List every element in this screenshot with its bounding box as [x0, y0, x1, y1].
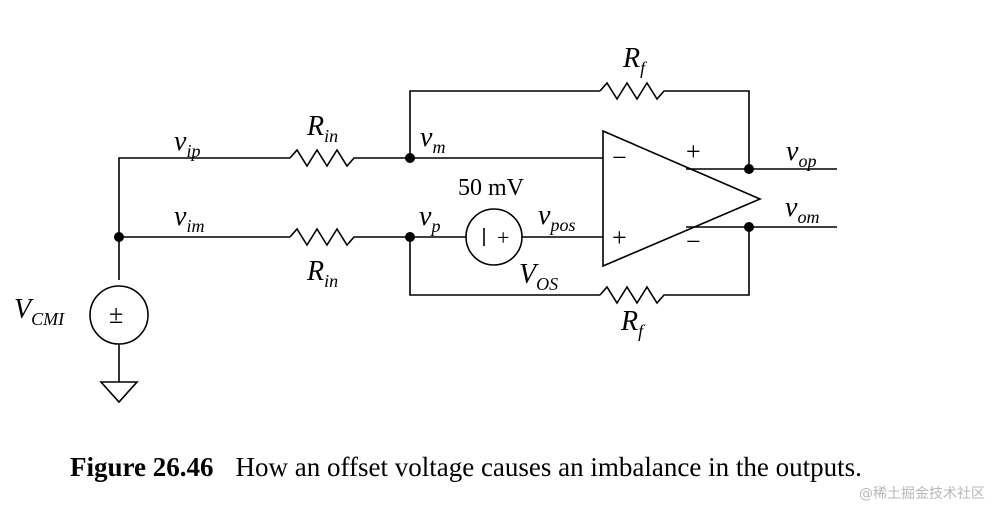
figure-caption: Figure 26.46 How an offset voltage causes…: [70, 452, 862, 483]
wire-vip: [118, 157, 290, 280]
junction-vim: [114, 232, 124, 242]
ground-icon: [99, 381, 139, 404]
label-rin-bottom: Rin: [306, 256, 338, 291]
opamp-input-plus: +: [612, 223, 627, 252]
vcmi-plusminus-sign: ±: [109, 300, 123, 329]
junction-vom: [744, 222, 754, 232]
junction-vop: [744, 164, 754, 174]
label-vip: vip: [174, 126, 200, 161]
label-vpos: vpos: [538, 200, 575, 235]
label-vm: vm: [420, 122, 445, 157]
offset-voltage-source: [465, 208, 523, 266]
opamp-input-minus: −: [612, 143, 627, 172]
resistor-rin-top: [289, 148, 410, 168]
resistor-rf-bottom: [599, 227, 750, 305]
label-vom: vom: [785, 192, 819, 227]
label-vcmi: VCMI: [14, 294, 65, 329]
wire-feedback-bottom: [409, 237, 600, 296]
caption-text: How an offset voltage causes an imbalanc…: [235, 452, 862, 482]
opamp-output-plus: +: [686, 137, 701, 166]
label-vim: vim: [174, 201, 204, 236]
figure-number: Figure 26.46: [70, 452, 214, 482]
label-rf-bottom: Rf: [620, 306, 646, 341]
resistor-rin-bottom: [289, 227, 410, 247]
label-vop: vop: [786, 136, 816, 171]
label-vos: VOS: [519, 259, 558, 294]
resistor-rf-top: [599, 81, 750, 169]
label-vp: vp: [419, 201, 440, 236]
label-source-value: 50 mV: [458, 175, 525, 201]
opamp-output-minus: −: [686, 227, 701, 256]
source-plus-sign: +: [497, 225, 509, 250]
junction-vm: [405, 153, 415, 163]
label-rin-top: Rin: [306, 111, 338, 146]
opamp-triangle: [602, 129, 763, 268]
junction-vp: [405, 232, 415, 242]
wire-feedback-top: [409, 90, 600, 158]
label-rf-top: Rf: [622, 43, 648, 78]
watermark: @稀土掘金技术社区: [859, 486, 985, 502]
